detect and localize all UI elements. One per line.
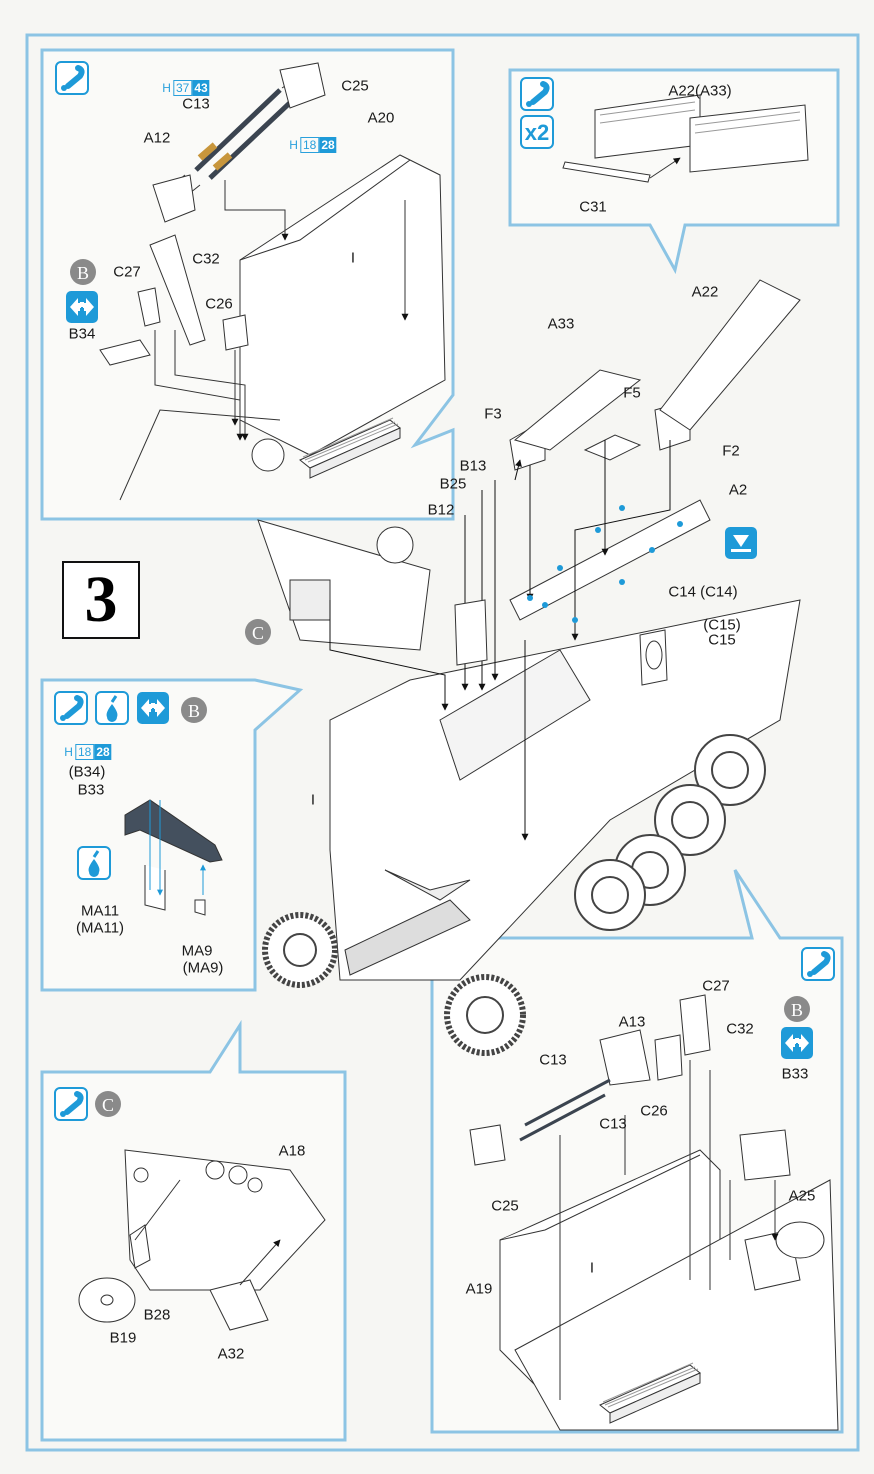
part-label: (MA9) bbox=[182, 959, 224, 977]
part-label: C27 bbox=[702, 977, 730, 995]
part-label: A18 bbox=[278, 1142, 306, 1160]
repeat-x2-icon: x2 bbox=[520, 115, 554, 149]
part-label: F2 bbox=[722, 442, 740, 460]
paint-code-a: 18 bbox=[299, 137, 320, 153]
part-label: C14 (C14) bbox=[668, 583, 738, 601]
sub-assembly-b-badge bbox=[784, 996, 810, 1022]
cement-icon bbox=[802, 948, 834, 980]
paint-code-b: 43 bbox=[192, 80, 210, 96]
part-label: F5 bbox=[623, 384, 641, 402]
part-label: B34 bbox=[68, 325, 96, 343]
part-label: C26 bbox=[205, 295, 233, 313]
part-label: B28 bbox=[143, 1306, 171, 1324]
part-label: A22(A33) bbox=[668, 82, 732, 100]
paint-code-a: 18 bbox=[74, 744, 95, 760]
part-label: C13 bbox=[182, 95, 210, 113]
part-label: A25 bbox=[788, 1187, 816, 1205]
option-choice-icon bbox=[781, 1027, 813, 1059]
paint-code-a: 37 bbox=[172, 80, 193, 96]
svg-text:x2: x2 bbox=[525, 120, 549, 145]
part-label: I bbox=[589, 1259, 595, 1277]
part-label: C25 bbox=[341, 77, 369, 95]
part-label: C26 bbox=[640, 1102, 668, 1120]
svg-text:B: B bbox=[188, 701, 200, 721]
paint-drop-icon bbox=[76, 845, 112, 881]
paint-code-b: 28 bbox=[94, 744, 112, 760]
part-label: C27 bbox=[113, 263, 141, 281]
part-label: A2 bbox=[728, 481, 748, 499]
part-label: C13 bbox=[539, 1051, 567, 1069]
part-label: I bbox=[310, 791, 316, 809]
part-label: C15 bbox=[708, 631, 736, 649]
svg-text:B: B bbox=[791, 1000, 803, 1020]
paint-code-h: H bbox=[162, 81, 171, 95]
paint-code-h: H bbox=[289, 138, 298, 152]
bottom-view-icon bbox=[725, 527, 757, 559]
part-label: MA9 bbox=[181, 942, 213, 960]
part-label: C32 bbox=[192, 250, 220, 268]
paint-drop-icon bbox=[94, 690, 130, 726]
part-label: B25 bbox=[439, 475, 467, 493]
sub-assembly-b-badge bbox=[181, 697, 207, 723]
sub-assembly-c-badge bbox=[95, 1091, 121, 1117]
part-label: A33 bbox=[547, 315, 575, 333]
paint-code-b: 28 bbox=[319, 137, 337, 153]
option-choice-icon bbox=[66, 291, 98, 323]
part-label: A32 bbox=[217, 1345, 245, 1363]
part-label: C25 bbox=[491, 1197, 519, 1215]
sub-assembly-b-badge bbox=[70, 259, 96, 285]
cement-icon bbox=[521, 78, 553, 110]
part-label: A22 bbox=[691, 283, 719, 301]
cement-icon bbox=[55, 692, 87, 724]
page-frame bbox=[25, 33, 860, 1452]
svg-text:C: C bbox=[252, 623, 264, 643]
part-label: (MA11) bbox=[75, 919, 125, 937]
part-label: B33 bbox=[77, 781, 105, 799]
part-label: MA11 bbox=[80, 902, 120, 920]
part-label: C32 bbox=[726, 1020, 754, 1038]
part-label: F3 bbox=[484, 405, 502, 423]
part-label: (C15) bbox=[703, 616, 741, 634]
part-label: I bbox=[350, 249, 356, 267]
part-label: B33 bbox=[781, 1065, 809, 1083]
part-label: C13 bbox=[599, 1115, 627, 1133]
svg-text:B: B bbox=[77, 263, 89, 283]
part-label: C31 bbox=[579, 198, 607, 216]
part-label: B13 bbox=[459, 457, 487, 475]
road-wheels bbox=[262, 734, 766, 1056]
svg-text:C: C bbox=[102, 1095, 114, 1115]
cement-icon bbox=[56, 62, 88, 94]
part-label: A20 bbox=[367, 109, 395, 127]
part-label: A12 bbox=[143, 129, 171, 147]
part-label: A13 bbox=[618, 1013, 646, 1031]
part-label: A19 bbox=[465, 1280, 493, 1298]
paint-code-h: H bbox=[64, 745, 73, 759]
option-choice-icon bbox=[137, 692, 169, 724]
step-number: 3 bbox=[62, 561, 140, 639]
cement-icon bbox=[55, 1088, 87, 1120]
part-label: B19 bbox=[109, 1329, 137, 1347]
sub-assembly-c-badge bbox=[245, 619, 271, 645]
part-label: B12 bbox=[427, 501, 455, 519]
part-label: (B34) bbox=[68, 763, 106, 781]
vehicle-hull bbox=[257, 279, 801, 981]
